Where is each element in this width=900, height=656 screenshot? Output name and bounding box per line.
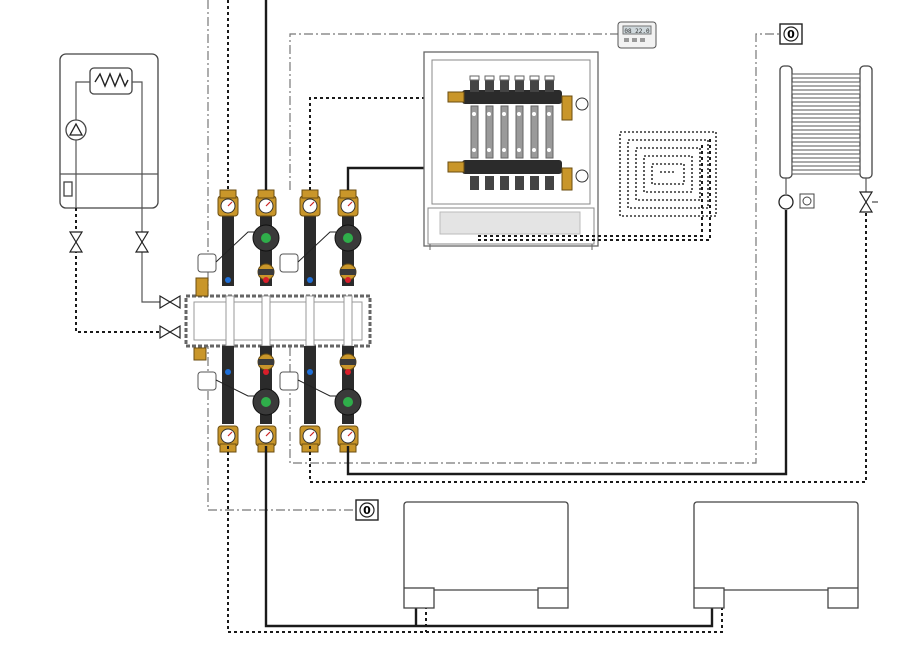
floor-heating-coil-icon: [619, 131, 717, 217]
boiler-flow-valve-icon: [134, 231, 150, 253]
boiler-return-valve-icon: [68, 231, 84, 253]
radiator-valve-icon: [778, 194, 794, 210]
pump-group-4: [279, 346, 362, 453]
boiler-heat-exchanger-icon: [89, 67, 133, 95]
pump-group-3: [197, 346, 280, 453]
boiler-isolation-valve-icon: [159, 294, 181, 340]
radiator-icon: [778, 65, 878, 213]
outdoor-sensor-icon: 0: [779, 23, 803, 45]
room-thermostat-icon: 08 22.0: [617, 21, 657, 49]
fan-coil-unit-2: [693, 501, 859, 609]
circuit-pipes: [227, 0, 867, 633]
boiler-pump-icon: [65, 119, 87, 141]
fan-coil-unit-1: [403, 501, 569, 609]
boiler: [59, 53, 159, 209]
thermostat-display: 08 22.0: [624, 28, 650, 35]
pump-group-2: [279, 189, 362, 286]
floor-manifold-cabinet: [423, 51, 599, 250]
pump-group-1: [197, 189, 280, 286]
radiator-lockshield-icon: [858, 191, 874, 204]
control-lines: [207, 0, 780, 511]
outdoor-sensor-label: 0: [787, 28, 795, 41]
floor-manifold-body: [447, 75, 589, 191]
flow-sensor-icon: 0: [355, 499, 379, 521]
flow-sensor-label: 0: [363, 504, 371, 517]
